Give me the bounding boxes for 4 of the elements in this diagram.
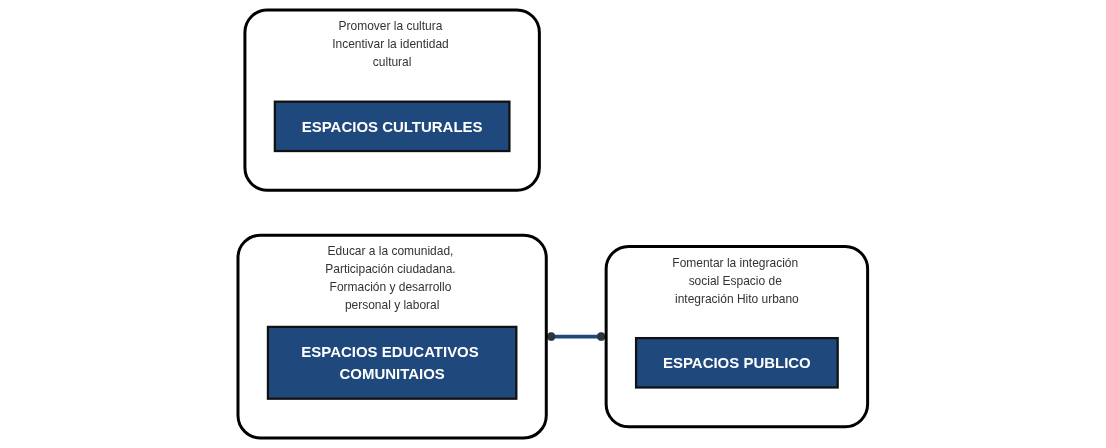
node-box: ESPACIOS CULTURALES — [273, 100, 511, 153]
node-box: ESPACIOS EDUCATIVOS COMUNITAIOS — [267, 325, 518, 400]
node-box: ESPACIOS PUBLICO — [635, 337, 839, 389]
connector — [546, 332, 607, 342]
